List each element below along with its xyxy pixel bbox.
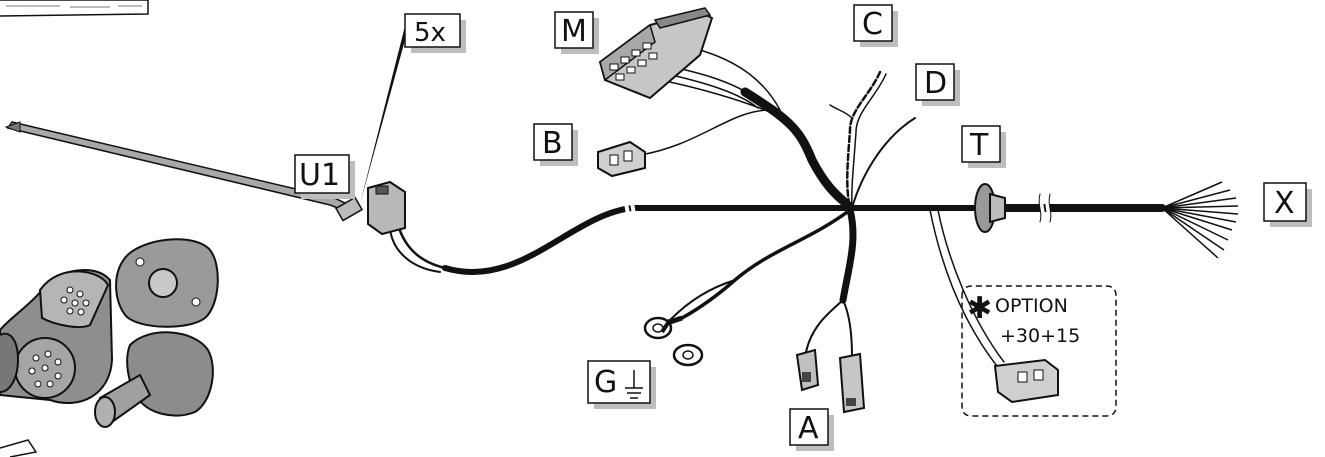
connector-u1 <box>367 180 406 236</box>
label-count: 5x <box>404 13 466 53</box>
label-c: C <box>853 4 898 47</box>
label-x: X <box>1263 182 1312 227</box>
option-asterisk-icon: ✱ <box>967 291 992 326</box>
label-d: D <box>915 63 960 106</box>
svg-text:T: T <box>969 128 989 163</box>
ring-terminals-g <box>643 315 704 367</box>
wire-fan-out-x <box>1161 181 1239 259</box>
svg-text:C: C <box>862 7 883 42</box>
cable-tie <box>4 26 405 222</box>
instruction-sheet <box>0 0 149 17</box>
option-subtitle: +30+15 <box>1000 325 1080 347</box>
option-title: OPTION <box>995 295 1068 317</box>
svg-text:X: X <box>1274 186 1295 221</box>
connectors-a <box>795 348 866 414</box>
label-m: M <box>554 11 599 54</box>
svg-text:M: M <box>561 14 587 49</box>
label-g: G <box>587 360 656 409</box>
label-u1: U1 <box>294 154 355 199</box>
main-cable <box>389 49 1166 371</box>
svg-text:U1: U1 <box>299 158 340 193</box>
label-a: A <box>789 408 834 451</box>
ground-icon <box>625 370 643 399</box>
connector-m <box>598 7 714 100</box>
svg-text:A: A <box>798 411 819 446</box>
label-b: B <box>533 123 578 166</box>
svg-text:D: D <box>924 66 947 101</box>
grommet-t <box>974 183 1006 233</box>
svg-text:5x: 5x <box>414 18 446 48</box>
option-box: ✱ OPTION +30+15 <box>961 285 1117 417</box>
svg-text:B: B <box>542 126 563 161</box>
svg-text:G: G <box>594 365 617 400</box>
label-t: T <box>961 125 1006 168</box>
connector-b <box>597 140 646 178</box>
trailer-socket-parts <box>0 238 219 457</box>
